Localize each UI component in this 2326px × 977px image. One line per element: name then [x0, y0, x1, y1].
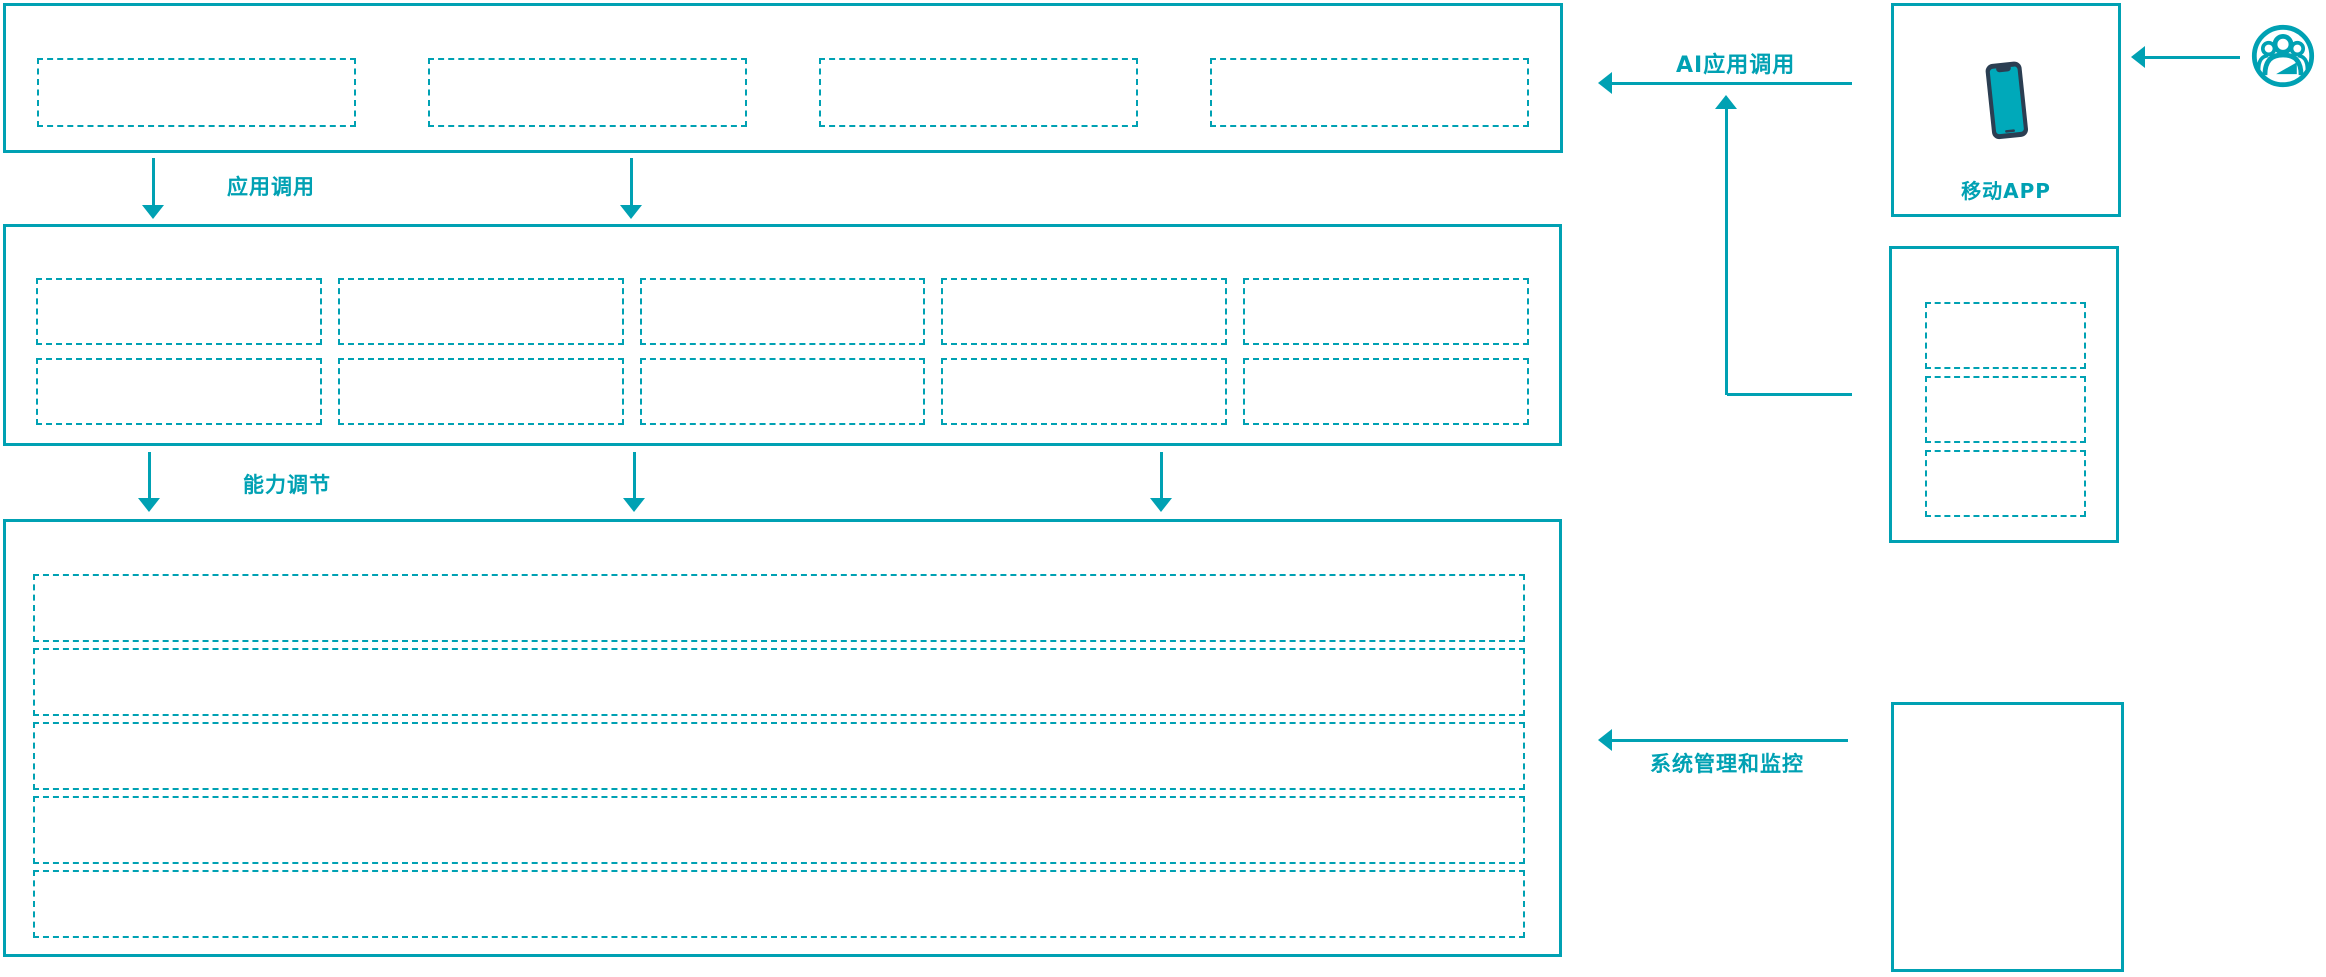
arrow-line [633, 452, 636, 498]
middle-layer-box [3, 224, 1562, 446]
placeholder-box [639, 278, 926, 345]
placeholder-box [337, 358, 624, 425]
ai-app-call-label: AI应用调用 [1676, 53, 1796, 78]
arrow-up-icon [1715, 95, 1737, 109]
placeholder-box [1210, 58, 1529, 127]
placeholder-box [36, 278, 322, 345]
placeholder-box [337, 278, 624, 345]
arrow-down-icon [620, 205, 642, 219]
placeholder-box [33, 796, 1525, 864]
placeholder-box [1925, 450, 2086, 517]
device-box [1889, 246, 2119, 543]
capability-tuning-label: 能力调节 [243, 473, 331, 497]
system-monitor-label: 系统管理和监控 [1650, 752, 1804, 776]
mobile-app-box: 移动APP [1891, 3, 2121, 217]
arrow-down-icon [142, 205, 164, 219]
placeholder-box [37, 58, 356, 127]
arrow-line [1160, 452, 1163, 498]
placeholder-box [941, 278, 1228, 345]
arrow-left-icon [2131, 46, 2145, 68]
arrow-down-icon [1150, 498, 1172, 512]
placeholder-box [639, 358, 926, 425]
arrow-down-icon [623, 498, 645, 512]
placeholder-box [33, 722, 1525, 790]
app-call-label: 应用调用 [227, 175, 315, 199]
placeholder-box [33, 870, 1525, 938]
placeholder-box [941, 358, 1228, 425]
placeholder-box [1243, 358, 1529, 425]
placeholder-box [36, 358, 322, 425]
arrow-line [1612, 82, 1852, 85]
arrow-left-icon [1598, 729, 1612, 751]
arrow-down-icon [138, 498, 160, 512]
placeholder-box [1925, 302, 2086, 369]
placeholder-box [33, 574, 1525, 642]
mobile-app-label: 移动APP [1961, 179, 2051, 203]
placeholder-box [33, 648, 1525, 716]
mobile-phone-icon [1979, 52, 2035, 152]
placeholder-box [1925, 376, 2086, 443]
arrow-line [1612, 739, 1848, 742]
bottom-layer-box [3, 519, 1562, 957]
arrow-line [2145, 56, 2240, 59]
connector-line [1725, 109, 1728, 395]
admin-box [1891, 702, 2124, 972]
arrow-line [630, 158, 633, 205]
placeholder-box [1243, 278, 1529, 345]
connector-line [1727, 393, 1852, 396]
arrow-line [148, 452, 151, 498]
user-group-icon [2249, 22, 2317, 90]
arrow-left-icon [1598, 72, 1612, 94]
arrow-line [152, 158, 155, 205]
top-layer-box [3, 3, 1563, 153]
placeholder-box [819, 58, 1138, 127]
placeholder-box [428, 58, 747, 127]
